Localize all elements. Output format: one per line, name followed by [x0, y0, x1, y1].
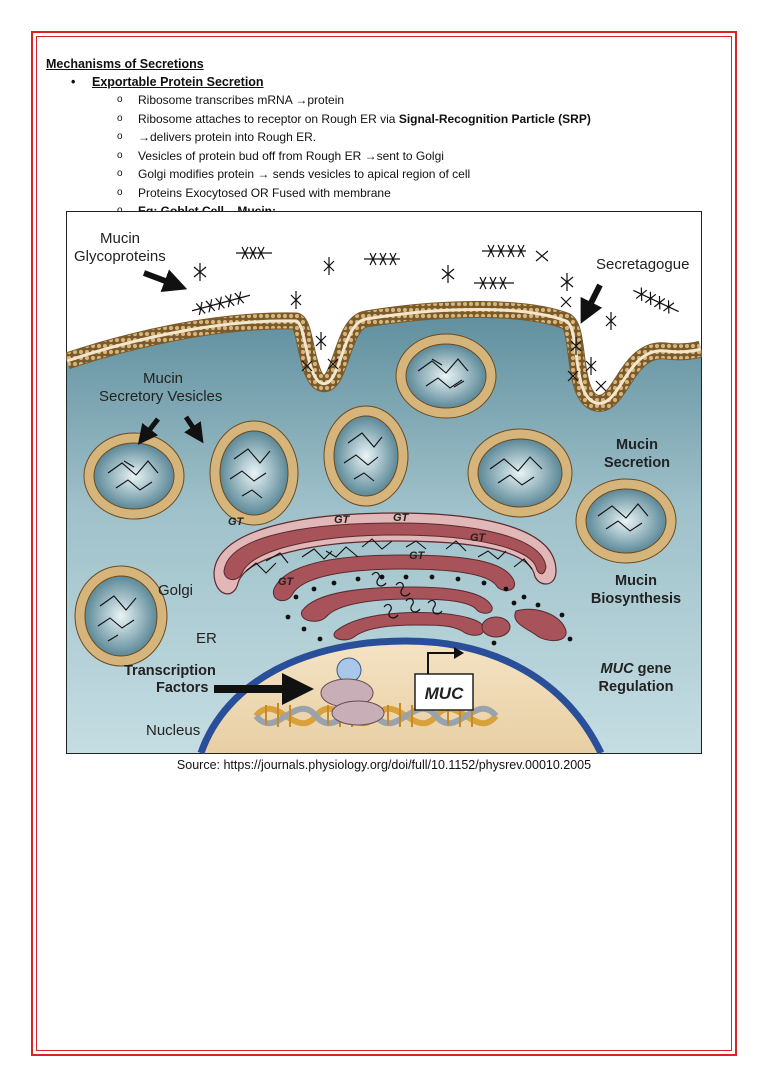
mucin-secretory-vesicles: [74, 333, 677, 667]
document-body: Mechanisms of Secretions • Exportable Pr…: [46, 55, 716, 221]
srp-term: Signal-Recognition Particle (SRP): [398, 111, 591, 126]
bullet-label: Exportable Protein Secretion: [92, 75, 264, 89]
secretagogue-arrow: [580, 283, 603, 324]
gt-label: GT: [409, 550, 426, 562]
mucin-glycoproteins: [191, 244, 679, 392]
page-border-inner: [36, 36, 732, 1051]
vesicle: [395, 333, 497, 419]
transcription-factors-label: Transcription: [124, 663, 216, 679]
secretagogue-label: Secretagogue: [596, 256, 689, 273]
gt-label: GT: [334, 514, 351, 526]
circle-bullet-icon: o: [117, 205, 123, 216]
er-label: ER: [196, 630, 217, 647]
mucin-secretion-label: Secretion: [604, 455, 670, 471]
transcription-start-arrow-icon: [427, 652, 456, 674]
mucin-biosynthesis-label: Biosynthesis: [591, 591, 681, 607]
figure-source-caption: Source: https://journals.physiology.org/…: [176, 758, 592, 772]
transcription-factor-blob: [336, 657, 362, 683]
muc-gene-regulation-label: Regulation: [599, 679, 674, 695]
vesicle: [74, 565, 168, 667]
goblet-cell-mucin-diagram: GT GT GT GT GT GT MUC Mucin Glycoprotein: [66, 211, 702, 754]
vesicle: [575, 478, 677, 564]
secretory-vesicles-label: Secretory Vesicles: [99, 388, 222, 405]
circle-bullet-icon: o: [117, 131, 123, 142]
circle-bullet-icon: o: [117, 186, 123, 198]
mucin-glycoproteins-label: Glycoproteins: [74, 248, 166, 265]
nucleus: MUC: [197, 637, 605, 754]
gt-label: GT: [470, 532, 487, 544]
circle-bullet-icon: o: [117, 168, 123, 179]
mucin-secretion-label: Mucin: [616, 437, 658, 453]
gt-label: GT: [228, 516, 245, 528]
page-border-outer: [31, 31, 737, 1056]
vesicle: [83, 432, 185, 520]
golgi-label: Golgi: [158, 582, 193, 599]
mucin-glycoproteins-label: Mucin: [100, 230, 140, 247]
golgi-apparatus: GT GT GT GT GT GT: [213, 512, 573, 650]
bullet-dot-icon: •: [71, 75, 76, 89]
transcription-factors-label: Factors: [156, 680, 208, 696]
section-heading: Mechanisms of Secretions: [46, 57, 204, 71]
nucleus-label: Nucleus: [146, 722, 200, 739]
vesicle-arrow: [137, 417, 160, 445]
vesicle: [209, 420, 299, 526]
muc-gene-regulation-label: MUC gene: [601, 661, 672, 677]
circle-bullet-icon: o: [117, 149, 123, 161]
gt-label: GT: [278, 576, 295, 588]
gt-label: GT: [393, 512, 410, 524]
bullet-item: • Exportable Protein Secretion: [46, 73, 716, 91]
muc-gene-box: [414, 673, 474, 711]
vesicle: [323, 405, 409, 507]
circle-bullet-icon: o: [117, 94, 123, 105]
glycoprotein-arrow: [142, 269, 188, 293]
vesicle-arrow: [183, 415, 204, 444]
vesicle: [467, 428, 573, 518]
transcription-factor-blob: [331, 700, 385, 726]
secretory-vesicles-label: Mucin: [143, 370, 183, 387]
circle-bullet-icon: o: [117, 112, 123, 124]
mucin-biosynthesis-label: Mucin: [615, 573, 657, 589]
muc-box-label: MUC: [425, 684, 464, 703]
list-item: o→delivers protein into Rough ER.: [117, 128, 716, 147]
